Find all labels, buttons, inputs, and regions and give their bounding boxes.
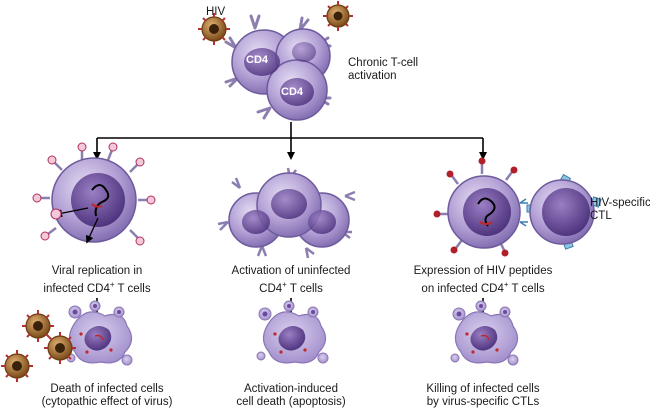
hiv-virion-top-right (323, 1, 353, 31)
caption-col1: Viral replication in infected CD4+ T cel… (43, 265, 151, 295)
dying-cell-col3 (450, 300, 519, 366)
hiv-label: HIV (206, 6, 226, 18)
cd4-label-left: CD4 (246, 54, 269, 66)
cd4-label-bottom: CD4 (281, 86, 304, 98)
hiv-virion-bottom-1 (22, 310, 54, 342)
outcome-col1: Death of infected cells (cytopathic effe… (41, 383, 173, 408)
hiv-virion-bottom-3 (1, 350, 33, 382)
outcome-col3: Killing of infected cells by virus-speci… (426, 383, 540, 408)
branch-arrows (93, 122, 487, 160)
chronic-activation-label: Chronic T-cell activation (348, 57, 419, 82)
hiv-virion-top-left (198, 13, 230, 45)
infected-cell-presenting-peptides (433, 157, 521, 257)
hiv-specific-ctl-cell (526, 173, 602, 250)
outcome-col2: Activation-induced cell death (apoptosis… (236, 383, 346, 408)
infected-cell-replicating (32, 142, 156, 246)
ctl-label: HIV-specific CTL (590, 197, 650, 222)
dying-cell-col2 (256, 300, 329, 364)
top-cell-cluster (224, 14, 332, 121)
caption-col3: Expression of HIV peptides on infected C… (413, 265, 553, 295)
cd4-ctl-synapse (519, 198, 528, 227)
dying-cell-col1 (66, 300, 133, 366)
hiv-virion-bottom-2 (44, 332, 76, 364)
caption-col2: Activation of uninfected CD4+ T cells (231, 265, 351, 295)
uninfected-activated-cells (217, 167, 356, 259)
